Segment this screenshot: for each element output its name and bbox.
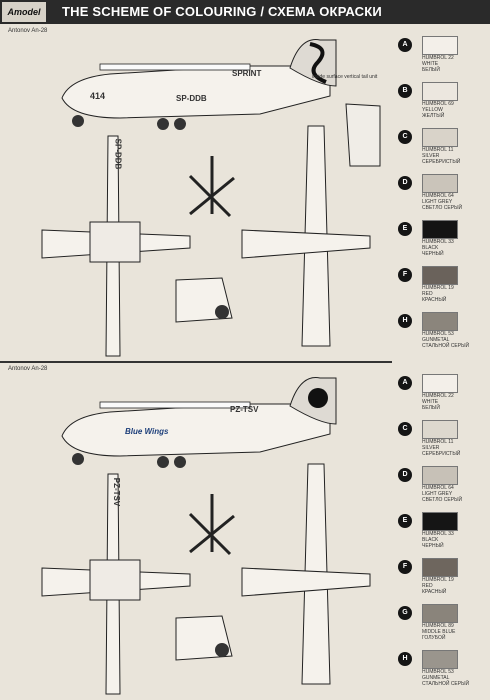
swatch-row: H HUMBROL 53 GUNMETAL СТАЛЬНОЙ СЕРЫЙ bbox=[396, 310, 488, 356]
swatch-box bbox=[422, 558, 458, 577]
section-divider bbox=[0, 361, 392, 363]
swatch-name: HUMBROL 19 RED КРАСНЫЙ bbox=[422, 285, 454, 303]
swatch-letter: A bbox=[398, 376, 412, 390]
swatch-letter: C bbox=[398, 422, 412, 436]
swatch-box bbox=[422, 650, 458, 669]
swatch-name: HUMBROL 33 BLACK ЧЕРНЫЙ bbox=[422, 531, 454, 549]
swatch-letter: A bbox=[398, 38, 412, 52]
swatch-box bbox=[422, 604, 458, 623]
scheme-2-drawing bbox=[41, 377, 371, 695]
registration-top: SP-DDB bbox=[113, 138, 123, 170]
swatch-name: HUMBROL 64 LIGHT GREY СВЕТЛО СЕРЫЙ bbox=[422, 485, 463, 503]
swatch-row: E HUMBROL 33 BLACK ЧЕРНЫЙ bbox=[396, 510, 488, 556]
scheme-1-drawing bbox=[41, 39, 381, 357]
swatch-box bbox=[422, 82, 458, 101]
swatch-name: HUMBROL 53 GUNMETAL СТАЛЬНОЙ СЕРЫЙ bbox=[422, 331, 470, 349]
swatch-letter: E bbox=[398, 514, 412, 528]
swatch-letter: F bbox=[398, 268, 412, 282]
swatch-name: HUMBROL 11 SILVER СЕРЕБРИСТЫЙ bbox=[422, 439, 461, 457]
swatch-name: HUMBROL 19 RED КРАСНЫЙ bbox=[422, 577, 454, 595]
palette-2: A HUMBROL 22 WHITE БЕЛЫЙ C HUMBROL 11 SI… bbox=[396, 372, 488, 694]
registration-side: SP-DDB bbox=[176, 94, 207, 103]
swatch-box bbox=[422, 466, 458, 485]
swatch-name: HUMBROL 11 SILVER СЕРЕБРИСТЫЙ bbox=[422, 147, 461, 165]
swatch-box bbox=[422, 128, 458, 147]
swatch-letter: E bbox=[398, 222, 412, 236]
swatch-name: HUMBROL 69 YELLOW ЖЕЛТЫЙ bbox=[422, 101, 454, 119]
scheme-1: Antonov An-28 inside surface vertical ta… bbox=[0, 26, 392, 360]
swatch-box bbox=[422, 512, 458, 531]
swatch-box bbox=[422, 220, 458, 239]
swatch-box bbox=[422, 374, 458, 393]
palette-1: A HUMBROL 22 WHITE БЕЛЫЙ B HUMBROL 69 YE… bbox=[396, 34, 488, 356]
swatch-box bbox=[422, 312, 458, 331]
swatch-row: F HUMBROL 19 RED КРАСНЫЙ bbox=[396, 556, 488, 602]
swatch-letter: D bbox=[398, 468, 412, 482]
swatch-box bbox=[422, 174, 458, 193]
brand-logo: Amodel bbox=[2, 2, 46, 22]
swatch-letter: H bbox=[398, 652, 412, 666]
fuselage-text: Blue Wings bbox=[125, 427, 169, 436]
swatch-name: HUMBROL 53 GUNMETAL СТАЛЬНОЙ СЕРЫЙ bbox=[422, 669, 470, 687]
swatch-box bbox=[422, 36, 458, 55]
swatch-row: H HUMBROL 53 GUNMETAL СТАЛЬНОЙ СЕРЫЙ bbox=[396, 648, 488, 694]
swatch-name: HUMBROL 64 LIGHT GREY СВЕТЛО СЕРЫЙ bbox=[422, 193, 463, 211]
swatch-letter: C bbox=[398, 130, 412, 144]
swatch-row: B HUMBROL 69 YELLOW ЖЕЛТЫЙ bbox=[396, 80, 488, 126]
swatch-box bbox=[422, 266, 458, 285]
swatch-row: A HUMBROL 22 WHITE БЕЛЫЙ bbox=[396, 34, 488, 80]
swatch-letter: F bbox=[398, 560, 412, 574]
tail-logo-text: SPRINT bbox=[232, 69, 262, 78]
swatch-name: HUMBROL 22 WHITE БЕЛЫЙ bbox=[422, 55, 454, 73]
swatch-row: C HUMBROL 11 SILVER СЕРЕБРИСТЫЙ bbox=[396, 126, 488, 172]
swatch-row: F HUMBROL 19 RED КРАСНЫЙ bbox=[396, 264, 488, 310]
registration-side: PZ-TSV bbox=[230, 405, 259, 414]
registration-top: PZ-TSV bbox=[112, 477, 122, 507]
swatch-name: HUMBROL 33 BLACK ЧЕРНЫЙ bbox=[422, 239, 454, 257]
scheme-1-label: Antonov An-28 bbox=[8, 28, 48, 34]
swatch-row: A HUMBROL 22 WHITE БЕЛЫЙ bbox=[396, 372, 488, 418]
header-bar: Amodel THE SCHEME OF COLOURING / СХЕМА О… bbox=[0, 0, 490, 24]
swatch-name: HUMBROL 22 WHITE БЕЛЫЙ bbox=[422, 393, 454, 411]
swatch-box bbox=[422, 420, 458, 439]
swatch-letter: G bbox=[398, 606, 412, 620]
page-title: THE SCHEME OF COLOURING / СХЕМА ОКРАСКИ bbox=[62, 4, 382, 19]
swatch-row: D HUMBROL 64 LIGHT GREY СВЕТЛО СЕРЫЙ bbox=[396, 464, 488, 510]
tail-note: inside surface vertical tail unit bbox=[312, 74, 378, 80]
swatch-letter: B bbox=[398, 84, 412, 98]
nose-number: 414 bbox=[90, 91, 106, 101]
swatch-row: G HUMBROL 89 MIDDLE BLUE ГОЛУБОЙ bbox=[396, 602, 488, 648]
swatch-name: HUMBROL 89 MIDDLE BLUE ГОЛУБОЙ bbox=[422, 623, 456, 641]
swatch-row: C HUMBROL 11 SILVER СЕРЕБРИСТЫЙ bbox=[396, 418, 488, 464]
swatch-letter: H bbox=[398, 314, 412, 328]
scheme-2: Antonov An-28 PZ-TSV Blue Wings PZ-TSV bbox=[0, 364, 392, 698]
swatch-row: D HUMBROL 64 LIGHT GREY СВЕТЛО СЕРЫЙ bbox=[396, 172, 488, 218]
swatch-row: E HUMBROL 33 BLACK ЧЕРНЫЙ bbox=[396, 218, 488, 264]
swatch-letter: D bbox=[398, 176, 412, 190]
scheme-2-label: Antonov An-28 bbox=[8, 366, 48, 372]
